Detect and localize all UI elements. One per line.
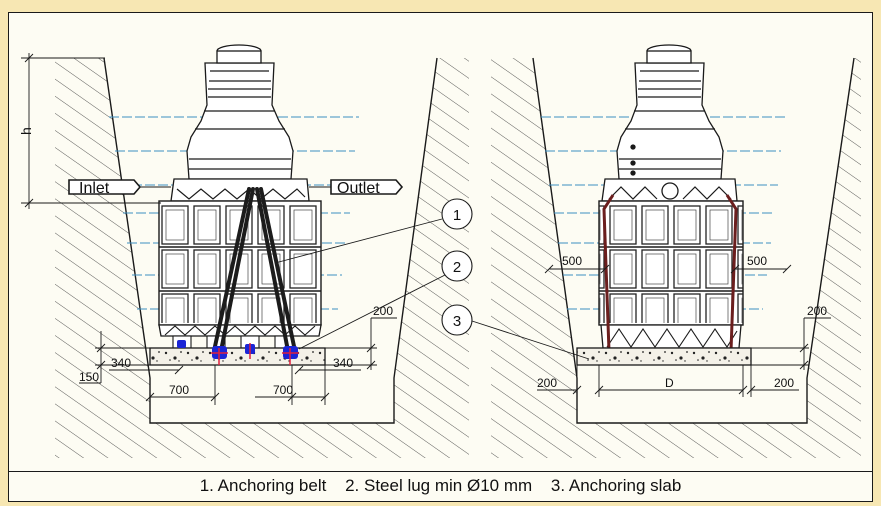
outlet-arrow: Outlet	[309, 179, 404, 197]
dimension-340-pair	[109, 365, 361, 375]
callout-3-label: 3	[453, 313, 461, 330]
right-tank-neck	[616, 44, 724, 180]
inlet-arrow: Inlet	[68, 179, 171, 197]
steel-lugs	[177, 340, 299, 365]
legend-item-anchoring-slab: 3. Anchoring slab	[550, 476, 682, 495]
dimension-200-right-view-label: 200	[807, 304, 827, 318]
dimension-700-left-label: 700	[169, 383, 189, 397]
installation-drawing: Inlet Outlet h 1 2	[18, 44, 861, 458]
dimension-700-pair	[145, 365, 330, 405]
right-section-view: 500 500 3 200	[441, 44, 861, 458]
callout-2-label: 2	[453, 259, 461, 276]
dimension-200-left-view	[325, 317, 397, 370]
dimension-150	[79, 331, 161, 384]
dimension-150-label: 150	[79, 370, 99, 384]
dimension-bottom-row	[537, 365, 799, 397]
left-anchoring-slab	[149, 347, 326, 366]
dimension-500-left-label: 500	[562, 254, 582, 268]
left-soil	[55, 57, 469, 458]
left-tank-feet	[172, 335, 294, 349]
left-tank-shoulder	[170, 178, 310, 202]
dimension-340-left-label: 340	[111, 356, 131, 370]
dimension-500-right-label: 500	[747, 254, 767, 268]
dimension-700-right-label: 700	[273, 383, 293, 397]
callout-1: 1	[274, 198, 473, 264]
dimension-200-right-view	[751, 317, 831, 370]
dimension-200-bottom-right-label: 200	[774, 376, 794, 390]
dimension-200-bottom-left-label: 200	[537, 376, 557, 390]
dimension-200-left-view-label: 200	[373, 304, 393, 318]
right-tank-body	[598, 200, 744, 349]
dimension-500-pair	[544, 264, 792, 274]
left-tank-body	[158, 200, 322, 337]
dimension-d-label: D	[665, 376, 674, 390]
right-tank-shoulder	[601, 178, 738, 202]
inlet-label: Inlet	[79, 180, 110, 197]
anchoring-belts	[212, 187, 297, 353]
dimension-340-right-label: 340	[333, 356, 353, 370]
right-anchoring-straps	[602, 194, 738, 352]
callout-2: 2	[298, 250, 473, 350]
callout-1-label: 1	[453, 207, 461, 224]
legend-item-steel-lug: 2. Steel lug min Ø10 mm	[345, 476, 533, 495]
right-soil	[491, 57, 861, 458]
dimension-h-label: h	[18, 127, 34, 135]
legend-bar: 1. Anchoring belt 2. Steel lug min Ø10 m…	[9, 471, 872, 502]
legend-item-anchoring-belt: 1. Anchoring belt	[199, 476, 327, 495]
left-tank-neck	[186, 44, 294, 180]
left-section-view: Inlet Outlet h 1 2	[18, 44, 473, 458]
outlet-label: Outlet	[337, 180, 380, 197]
dimension-h	[21, 53, 161, 209]
drawing-frame: Inlet Outlet h 1 2	[8, 12, 873, 502]
callout-3: 3	[441, 304, 590, 360]
right-anchoring-slab	[576, 347, 752, 366]
